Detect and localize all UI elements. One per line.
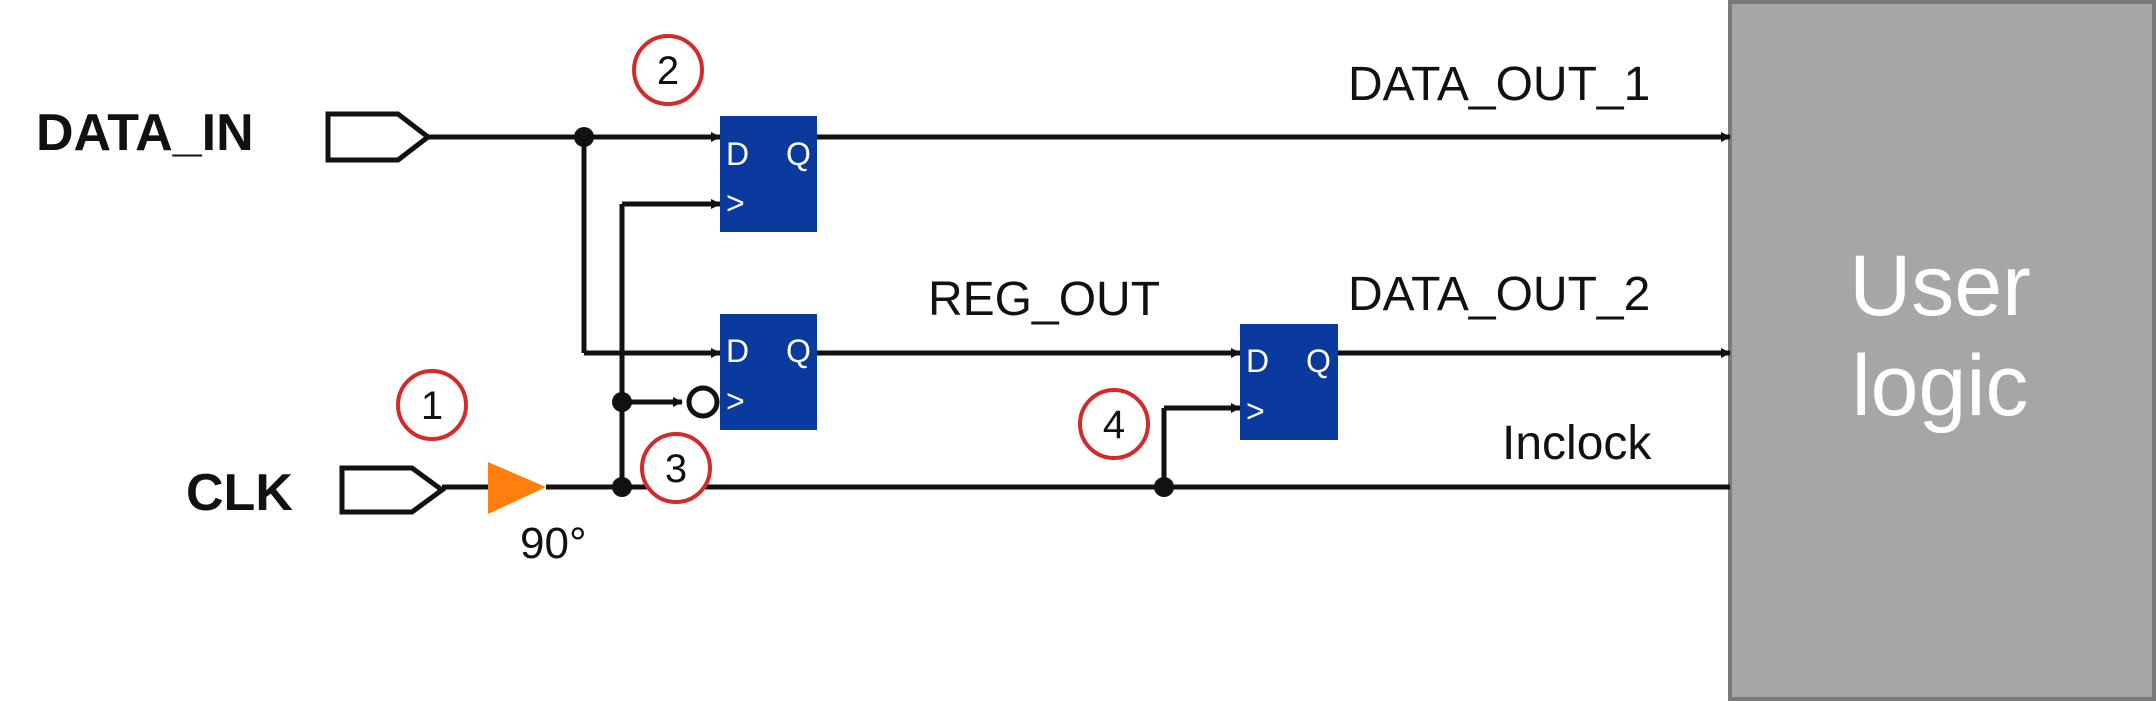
user-logic-block [1728,0,2156,701]
clk-port [339,465,447,515]
flipflop-1 [720,116,817,232]
ff1-q-pin: Q [786,136,811,172]
junction-dot [574,127,594,147]
marker-3-label: 3 [665,447,687,491]
flipflop-3 [1240,324,1338,440]
marker-4 [1078,388,1150,460]
ff3-clk-pin: > [1246,393,1265,429]
phase-shift-buffer [488,462,546,514]
user-logic-label-line2: logic [1852,338,2029,434]
marker-2 [632,34,704,106]
inclock-label: Inclock [1502,417,1652,470]
marker-4-label: 4 [1103,403,1125,447]
ff1-d-pin: D [726,136,749,172]
marker-3 [640,432,712,504]
junction-dot [1154,477,1174,497]
data-out-1-label: DATA_OUT_1 [1348,58,1650,111]
marker-2-label: 2 [657,49,679,93]
ff3-d-pin: D [1246,343,1269,379]
junction-dot [612,392,632,412]
clk-label: CLK [186,464,293,522]
junction-dot [612,477,632,497]
ff2-d-pin: D [726,333,749,369]
ff2-q-pin: Q [786,333,811,369]
data-in-port [325,111,433,163]
reg-out-label: REG_OUT [928,273,1160,326]
user-logic-label-line1: User [1849,238,2031,334]
marker-1-label: 1 [421,384,443,428]
ff2-clk-pin: > [726,383,745,419]
ff3-q-pin: Q [1306,343,1331,379]
flipflop-2 [720,314,817,430]
data-in-label: DATA_IN [36,104,254,162]
data-out-2-label: DATA_OUT_2 [1348,268,1650,321]
phase-shift-label: 90° [520,519,587,568]
ff1-clk-pin: > [726,185,745,221]
inverter-bubble [686,385,720,419]
marker-1 [396,369,468,441]
